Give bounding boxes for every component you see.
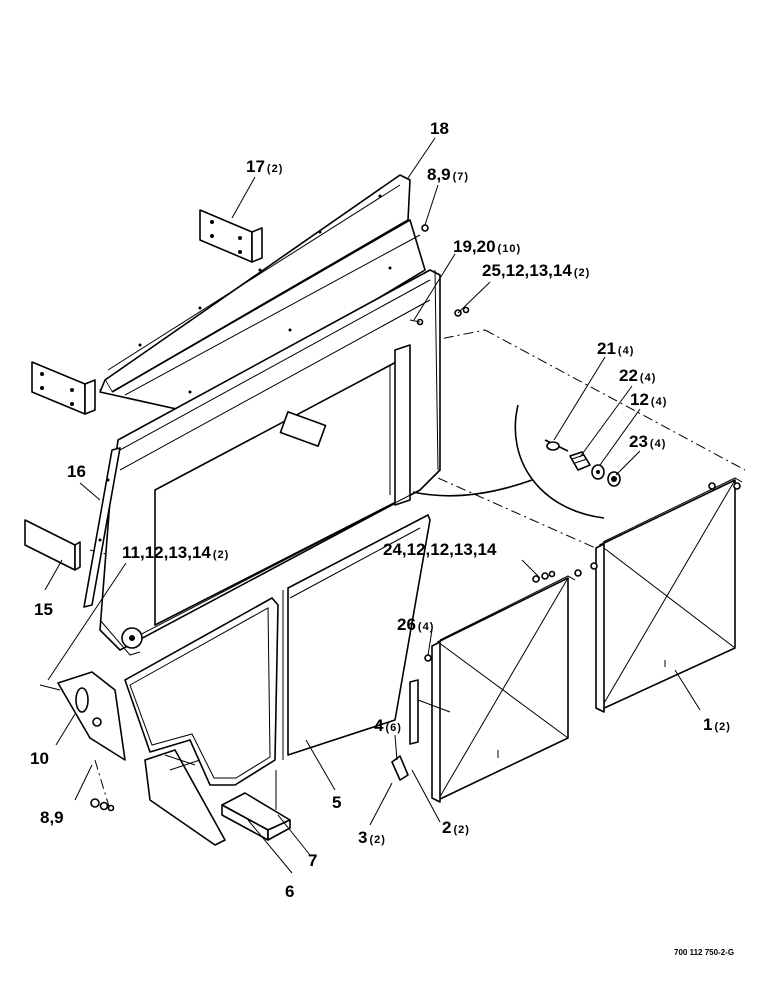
callout-labels: 18 17(2) 8,9(7) 19,20(10) 25,12,13,14(2)…: [30, 119, 731, 901]
part-6-angle-bracket: [221, 792, 291, 841]
callout-8-9-upper: 8,9(7): [427, 165, 469, 184]
callout-11: 11,12,13,14(2): [122, 543, 229, 562]
part-17-bracket-lower: [31, 361, 96, 415]
hardware-24: [532, 562, 598, 583]
part-15-bracket: [24, 519, 81, 571]
adjustment-knob: [121, 627, 143, 649]
part-17-bracket-upper: [199, 209, 263, 263]
main-frame: [99, 269, 441, 656]
callout-10: 10: [30, 749, 49, 768]
callout-16: 16: [67, 462, 86, 481]
latch-assembly: [412, 404, 621, 519]
callout-8-9-lower: 8,9: [40, 808, 64, 827]
callout-15: 15: [34, 600, 53, 619]
part-7-panel: [124, 597, 279, 810]
part-16-side-bar: [83, 447, 121, 608]
callout-25: 25,12,13,14(2): [482, 261, 590, 280]
callout-3: 3(2): [358, 828, 386, 847]
callout-19-20: 19,20(10): [453, 237, 521, 256]
callout-23: 23(4): [629, 432, 666, 451]
part-5-panel: [282, 514, 431, 760]
callout-21: 21(4): [597, 339, 634, 358]
hardware-8-9-lower: [90, 798, 115, 812]
callout-24: 24,12,12,13,14: [383, 540, 497, 559]
callout-7: 7: [308, 851, 317, 870]
callout-4: 4(6): [374, 716, 402, 735]
callout-5: 5: [332, 793, 341, 812]
drawing-code: 700 112 750-2-G: [674, 948, 734, 957]
leader-lines: [44, 137, 701, 874]
part-2-side-panel: [431, 575, 576, 803]
part-18-top-rail: [99, 174, 426, 413]
part-3-4-clip: [391, 679, 451, 781]
callout-6: 6: [285, 882, 294, 901]
lower-plate: [144, 749, 226, 846]
part-1-side-panel: [595, 477, 743, 713]
callout-12: 12(4): [630, 390, 667, 409]
part-10-side-bracket: [39, 671, 126, 761]
callout-17: 17(2): [246, 157, 283, 176]
callout-18: 18: [430, 119, 449, 138]
callout-22: 22(4): [619, 366, 656, 385]
callout-2: 2(2): [442, 818, 470, 837]
callout-26: 26(4): [397, 615, 434, 634]
callout-1: 1(2): [703, 715, 731, 734]
